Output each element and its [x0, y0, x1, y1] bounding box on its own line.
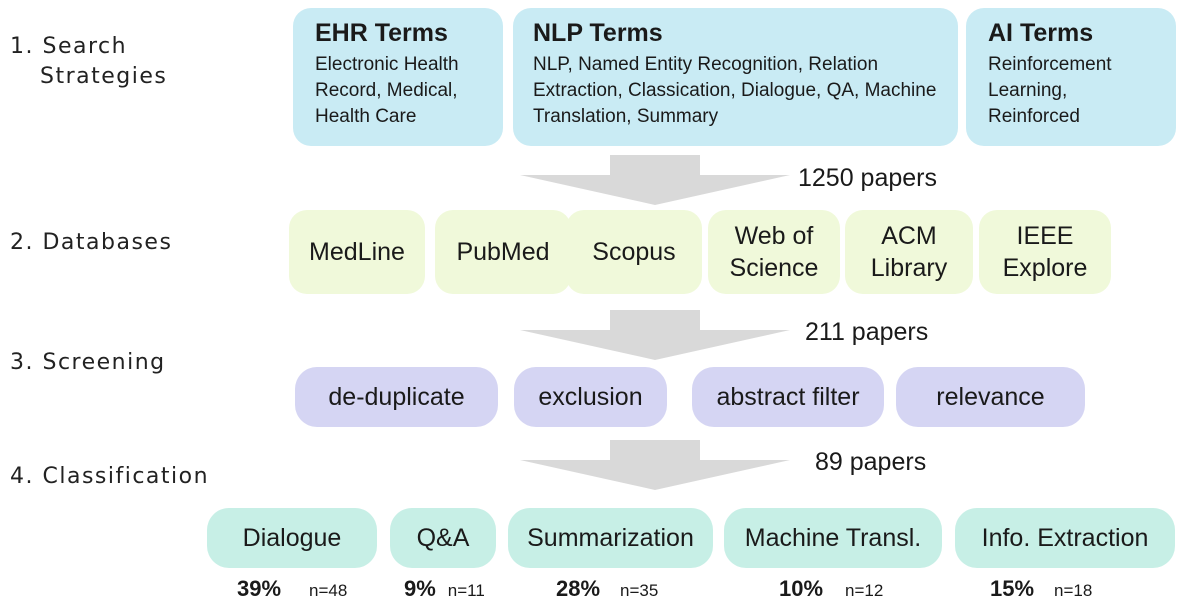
- class-percent: 9%: [404, 576, 436, 601]
- down-arrow: [520, 155, 790, 205]
- database-label: Web of Science: [730, 220, 819, 284]
- database-label-line: Library: [870, 254, 948, 282]
- ehr-terms-box: EHR Terms Electronic Health Record, Medi…: [293, 8, 503, 146]
- step-label-line: 4. Classification: [10, 464, 210, 489]
- search-term-text: Electronic Health Record, Medical, Healt…: [315, 54, 459, 127]
- screening-deduplicate: de-duplicate: [295, 367, 498, 427]
- down-arrow: [520, 310, 790, 360]
- search-term-text: Reinforcement Learning, Reinforced: [988, 54, 1112, 127]
- database-pubmed: PubMed: [435, 210, 571, 294]
- step-label-screening: 3. Screening: [10, 348, 166, 378]
- nlp-terms-box: NLP Terms NLP, Named Entity Recognition,…: [513, 8, 958, 146]
- database-medline: MedLine: [289, 210, 425, 294]
- database-acm-library: ACM Library: [845, 210, 973, 294]
- class-stat: 10% n=12: [779, 576, 883, 602]
- database-label-line: Web of: [734, 222, 814, 250]
- class-machine-translation: Machine Transl.: [724, 508, 942, 568]
- class-info-extraction: Info. Extraction: [955, 508, 1175, 568]
- class-percent: 15%: [990, 576, 1035, 601]
- class-qa: Q&A: [390, 508, 496, 568]
- step-label-search: 1. Search Strategies: [10, 32, 167, 92]
- down-arrow: [520, 440, 790, 490]
- class-count: n=18: [1054, 581, 1093, 600]
- class-stat: 39% n=48: [237, 576, 347, 602]
- database-label-line: Science: [729, 254, 819, 282]
- class-stat: 15% n=18: [990, 576, 1092, 602]
- class-summarization: Summarization: [508, 508, 713, 568]
- database-label: MedLine: [309, 238, 405, 266]
- search-term-title: AI Terms: [988, 19, 1094, 47]
- screening-relevance: relevance: [896, 367, 1085, 427]
- database-label: Scopus: [592, 238, 676, 266]
- paper-count: 89 papers: [815, 448, 927, 476]
- step-label-line: 1. Search: [10, 34, 128, 59]
- class-count: n=12: [845, 581, 884, 600]
- search-term-text: NLP, Named Entity Recognition, Relation …: [533, 54, 937, 127]
- search-term-title: NLP Terms: [533, 19, 663, 47]
- screening-exclusion: exclusion: [514, 367, 667, 427]
- paper-count: 211 papers: [805, 318, 929, 346]
- step-label-line: 2. Databases: [10, 230, 173, 255]
- class-dialogue: Dialogue: [207, 508, 377, 568]
- class-percent: 39%: [237, 576, 282, 601]
- database-label-line: IEEE: [1016, 222, 1074, 250]
- class-stat: 9% n=11: [404, 576, 485, 602]
- search-term-title: EHR Terms: [315, 19, 448, 47]
- database-label-line: Explore: [1002, 254, 1088, 282]
- class-count: n=11: [447, 581, 485, 600]
- class-count: n=35: [620, 581, 659, 600]
- database-ieee-explore: IEEE Explore: [979, 210, 1111, 294]
- class-stat: 28% n=35: [556, 576, 658, 602]
- step-label-line: Strategies: [40, 64, 168, 89]
- class-count: n=48: [309, 581, 348, 600]
- database-label-line: ACM: [881, 222, 937, 250]
- ai-terms-box: AI Terms Reinforcement Learning, Reinfor…: [966, 8, 1176, 146]
- step-label-databases: 2. Databases: [10, 228, 172, 258]
- step-label-line: 3. Screening: [10, 350, 166, 375]
- paper-count: 1250 papers: [798, 164, 938, 192]
- database-scopus: Scopus: [566, 210, 702, 294]
- database-label: ACM Library: [871, 220, 947, 284]
- screening-abstract-filter: abstract filter: [692, 367, 884, 427]
- database-label: PubMed: [456, 238, 550, 266]
- step-label-classification: 4. Classification: [10, 462, 209, 492]
- database-web-of-science: Web of Science: [708, 210, 840, 294]
- class-percent: 28%: [556, 576, 601, 601]
- database-label: IEEE Explore: [1003, 220, 1088, 284]
- class-percent: 10%: [779, 576, 824, 601]
